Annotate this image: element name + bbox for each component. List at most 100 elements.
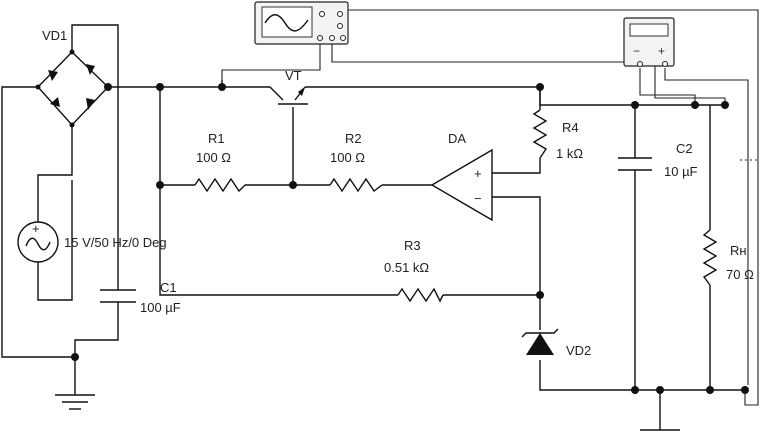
wire-to-vt-collector [221, 80, 270, 88]
resistor-zigzag-icon [194, 177, 246, 193]
voltmeter-minus: − [633, 44, 640, 58]
oscilloscope[interactable] [254, 1, 349, 45]
wire-vt-emitter [305, 86, 541, 110]
junction-dot [741, 386, 749, 394]
diode-bridge[interactable]: VD1 [35, 28, 109, 128]
capacitor-c2[interactable]: C2 10 µF [618, 141, 698, 179]
voltmeter[interactable]: − + [623, 17, 675, 67]
junction-dot [631, 386, 639, 394]
resistor-r2[interactable]: R2 100 Ω [329, 131, 383, 193]
scope-knob-icon[interactable] [319, 11, 325, 17]
wire-bridge-bottom [37, 125, 73, 222]
wire-output-rail [539, 87, 725, 106]
bridge-frame [37, 51, 109, 127]
capacitor-c1[interactable]: C1 100 µF [100, 280, 181, 315]
wire-bridge-top [71, 24, 119, 87]
scope-terminal-icon[interactable] [340, 35, 346, 41]
r4-ref: R4 [562, 120, 579, 135]
r2-value: 100 Ω [330, 150, 365, 165]
c1-value: 100 µF [140, 300, 181, 315]
sine-icon [25, 237, 51, 251]
transistor-collector-icon [269, 86, 284, 101]
junction-dot [656, 386, 664, 394]
resistor-r4[interactable]: R4 1 kΩ [532, 109, 583, 161]
resistor-zigzag-icon [532, 109, 548, 159]
transistor-arrow-icon [298, 87, 305, 96]
wire-scope-ground [346, 9, 759, 406]
bridge-diode-icon [86, 98, 95, 110]
junction-dot [156, 83, 164, 91]
zener-vd2[interactable]: VD2 [521, 328, 591, 358]
junction-dot [536, 83, 544, 91]
wires [1, 9, 760, 430]
wire-left-rail [1, 86, 75, 358]
opamp-da[interactable]: + − DA [430, 131, 493, 222]
wire-source-return [37, 180, 73, 301]
junction-dot [218, 83, 226, 91]
junction-dot [289, 181, 297, 189]
r4-value: 1 kΩ [556, 146, 583, 161]
transistor-vt[interactable]: VT [269, 68, 308, 105]
waveform-icon [264, 14, 309, 32]
voltmeter-plus: + [658, 44, 665, 58]
voltmeter-terminal-icon[interactable] [662, 61, 668, 67]
resistor-zigzag-icon [329, 177, 383, 193]
bridge-diode-icon [50, 97, 60, 107]
resistor-r1[interactable]: R1 100 Ω [194, 131, 246, 193]
bridge-node [69, 122, 75, 128]
oscilloscope-screen [261, 6, 313, 38]
junction-dot [536, 291, 544, 299]
r2-ref: R2 [345, 131, 362, 146]
resistor-zigzag-icon [397, 287, 444, 303]
junction-dot [631, 101, 639, 109]
zener-bar-icon [521, 328, 559, 338]
scope-terminal-icon[interactable] [317, 35, 323, 41]
bridge-ref: VD1 [42, 28, 67, 43]
zener-triangle-icon [526, 333, 554, 355]
voltmeter-terminal-icon[interactable] [637, 61, 643, 67]
load-ref: Rн [730, 243, 747, 258]
wire-vm-plus [664, 68, 749, 385]
c2-value: 10 µF [664, 164, 698, 179]
opamp-plus: + [474, 166, 482, 181]
ac-source-icon [17, 221, 59, 263]
bridge-node [69, 49, 75, 55]
junction-dot [706, 386, 714, 394]
wire-r3-right [443, 294, 541, 330]
resistor-load[interactable]: Rн 70 Ω [702, 229, 754, 286]
wire-opamp-plus [492, 158, 541, 174]
scope-knob-icon[interactable] [337, 11, 343, 17]
ac-source[interactable]: + 15 V/50 Hz/0 Deg [17, 221, 167, 263]
vt-ref: VT [285, 68, 302, 83]
wire-scope-ch-a [221, 42, 321, 80]
r3-ref: R3 [404, 238, 421, 253]
scope-knob-icon[interactable] [337, 23, 343, 29]
junction-dot [156, 181, 164, 189]
junction-dot [691, 101, 699, 109]
junction-dot [721, 101, 729, 109]
wire-c1-bottom [74, 302, 119, 357]
opamp-ref: DA [448, 131, 466, 146]
opamp-triangle-icon [430, 148, 493, 222]
wire-scope-ch-b [331, 42, 726, 105]
opamp-minus: − [474, 191, 482, 206]
r3-value: 0.51 kΩ [384, 260, 429, 275]
r1-ref: R1 [208, 131, 225, 146]
ground-left [55, 394, 95, 410]
source-label: 15 V/50 Hz/0 Deg [64, 235, 167, 250]
wire-bottom-rail [539, 360, 745, 391]
bridge-diode-icon [48, 70, 58, 81]
load-value: 70 Ω [726, 267, 754, 282]
r1-value: 100 Ω [196, 150, 231, 165]
scope-terminal-icon[interactable] [329, 35, 335, 41]
wire-r3-left [159, 87, 398, 296]
wire-vm-minus [639, 68, 696, 105]
wire-opamp-minus [492, 196, 541, 295]
resistor-r3[interactable]: R3 0.51 kΩ [384, 238, 444, 303]
resistor-zigzag-icon [702, 229, 718, 286]
junction-dot [71, 353, 79, 361]
junctions [71, 83, 749, 394]
source-plus-icon: + [32, 221, 40, 236]
